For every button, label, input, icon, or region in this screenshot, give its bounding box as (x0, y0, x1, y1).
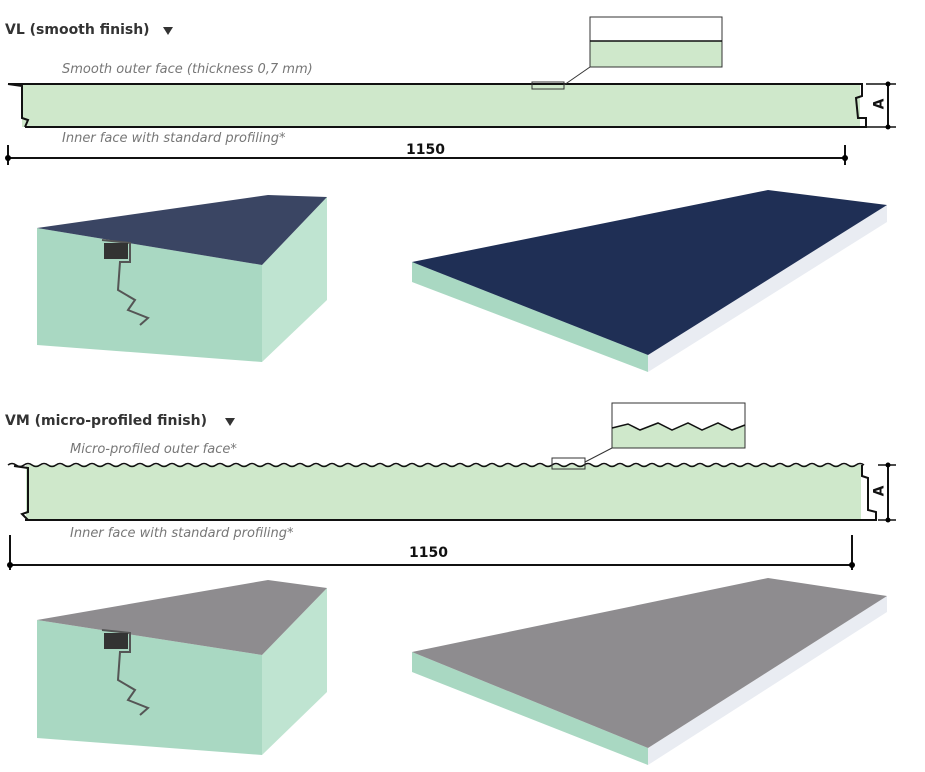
vm-width-dimension: 1150 (409, 545, 448, 561)
vl-block-3d (37, 195, 327, 362)
vm-panel-3d (412, 578, 887, 765)
vl-outer-face-label: Smooth outer face (thickness 0,7 mm) (62, 62, 313, 77)
vm-outer-face-label: Micro-profiled outer face* (70, 442, 237, 457)
vl-section-title[interactable]: VL (smooth finish) (5, 22, 150, 38)
vm-thickness-dimension: A (871, 485, 888, 497)
vl-panel-3d (412, 190, 887, 372)
vl-inner-face-label: Inner face with standard profiling* (62, 131, 286, 146)
vm-block-3d (37, 580, 327, 755)
vl-triangle-down-icon[interactable] (163, 27, 173, 35)
vl-cross-section (5, 16, 896, 165)
vm-section-title[interactable]: VM (micro-profiled finish) (5, 413, 208, 429)
vm-triangle-down-icon[interactable] (225, 418, 235, 426)
vl-thickness-dimension: A (871, 98, 888, 110)
vm-cross-section (7, 402, 896, 570)
vl-width-dimension: 1150 (406, 142, 445, 158)
vm-inner-face-label: Inner face with standard profiling* (70, 526, 294, 541)
